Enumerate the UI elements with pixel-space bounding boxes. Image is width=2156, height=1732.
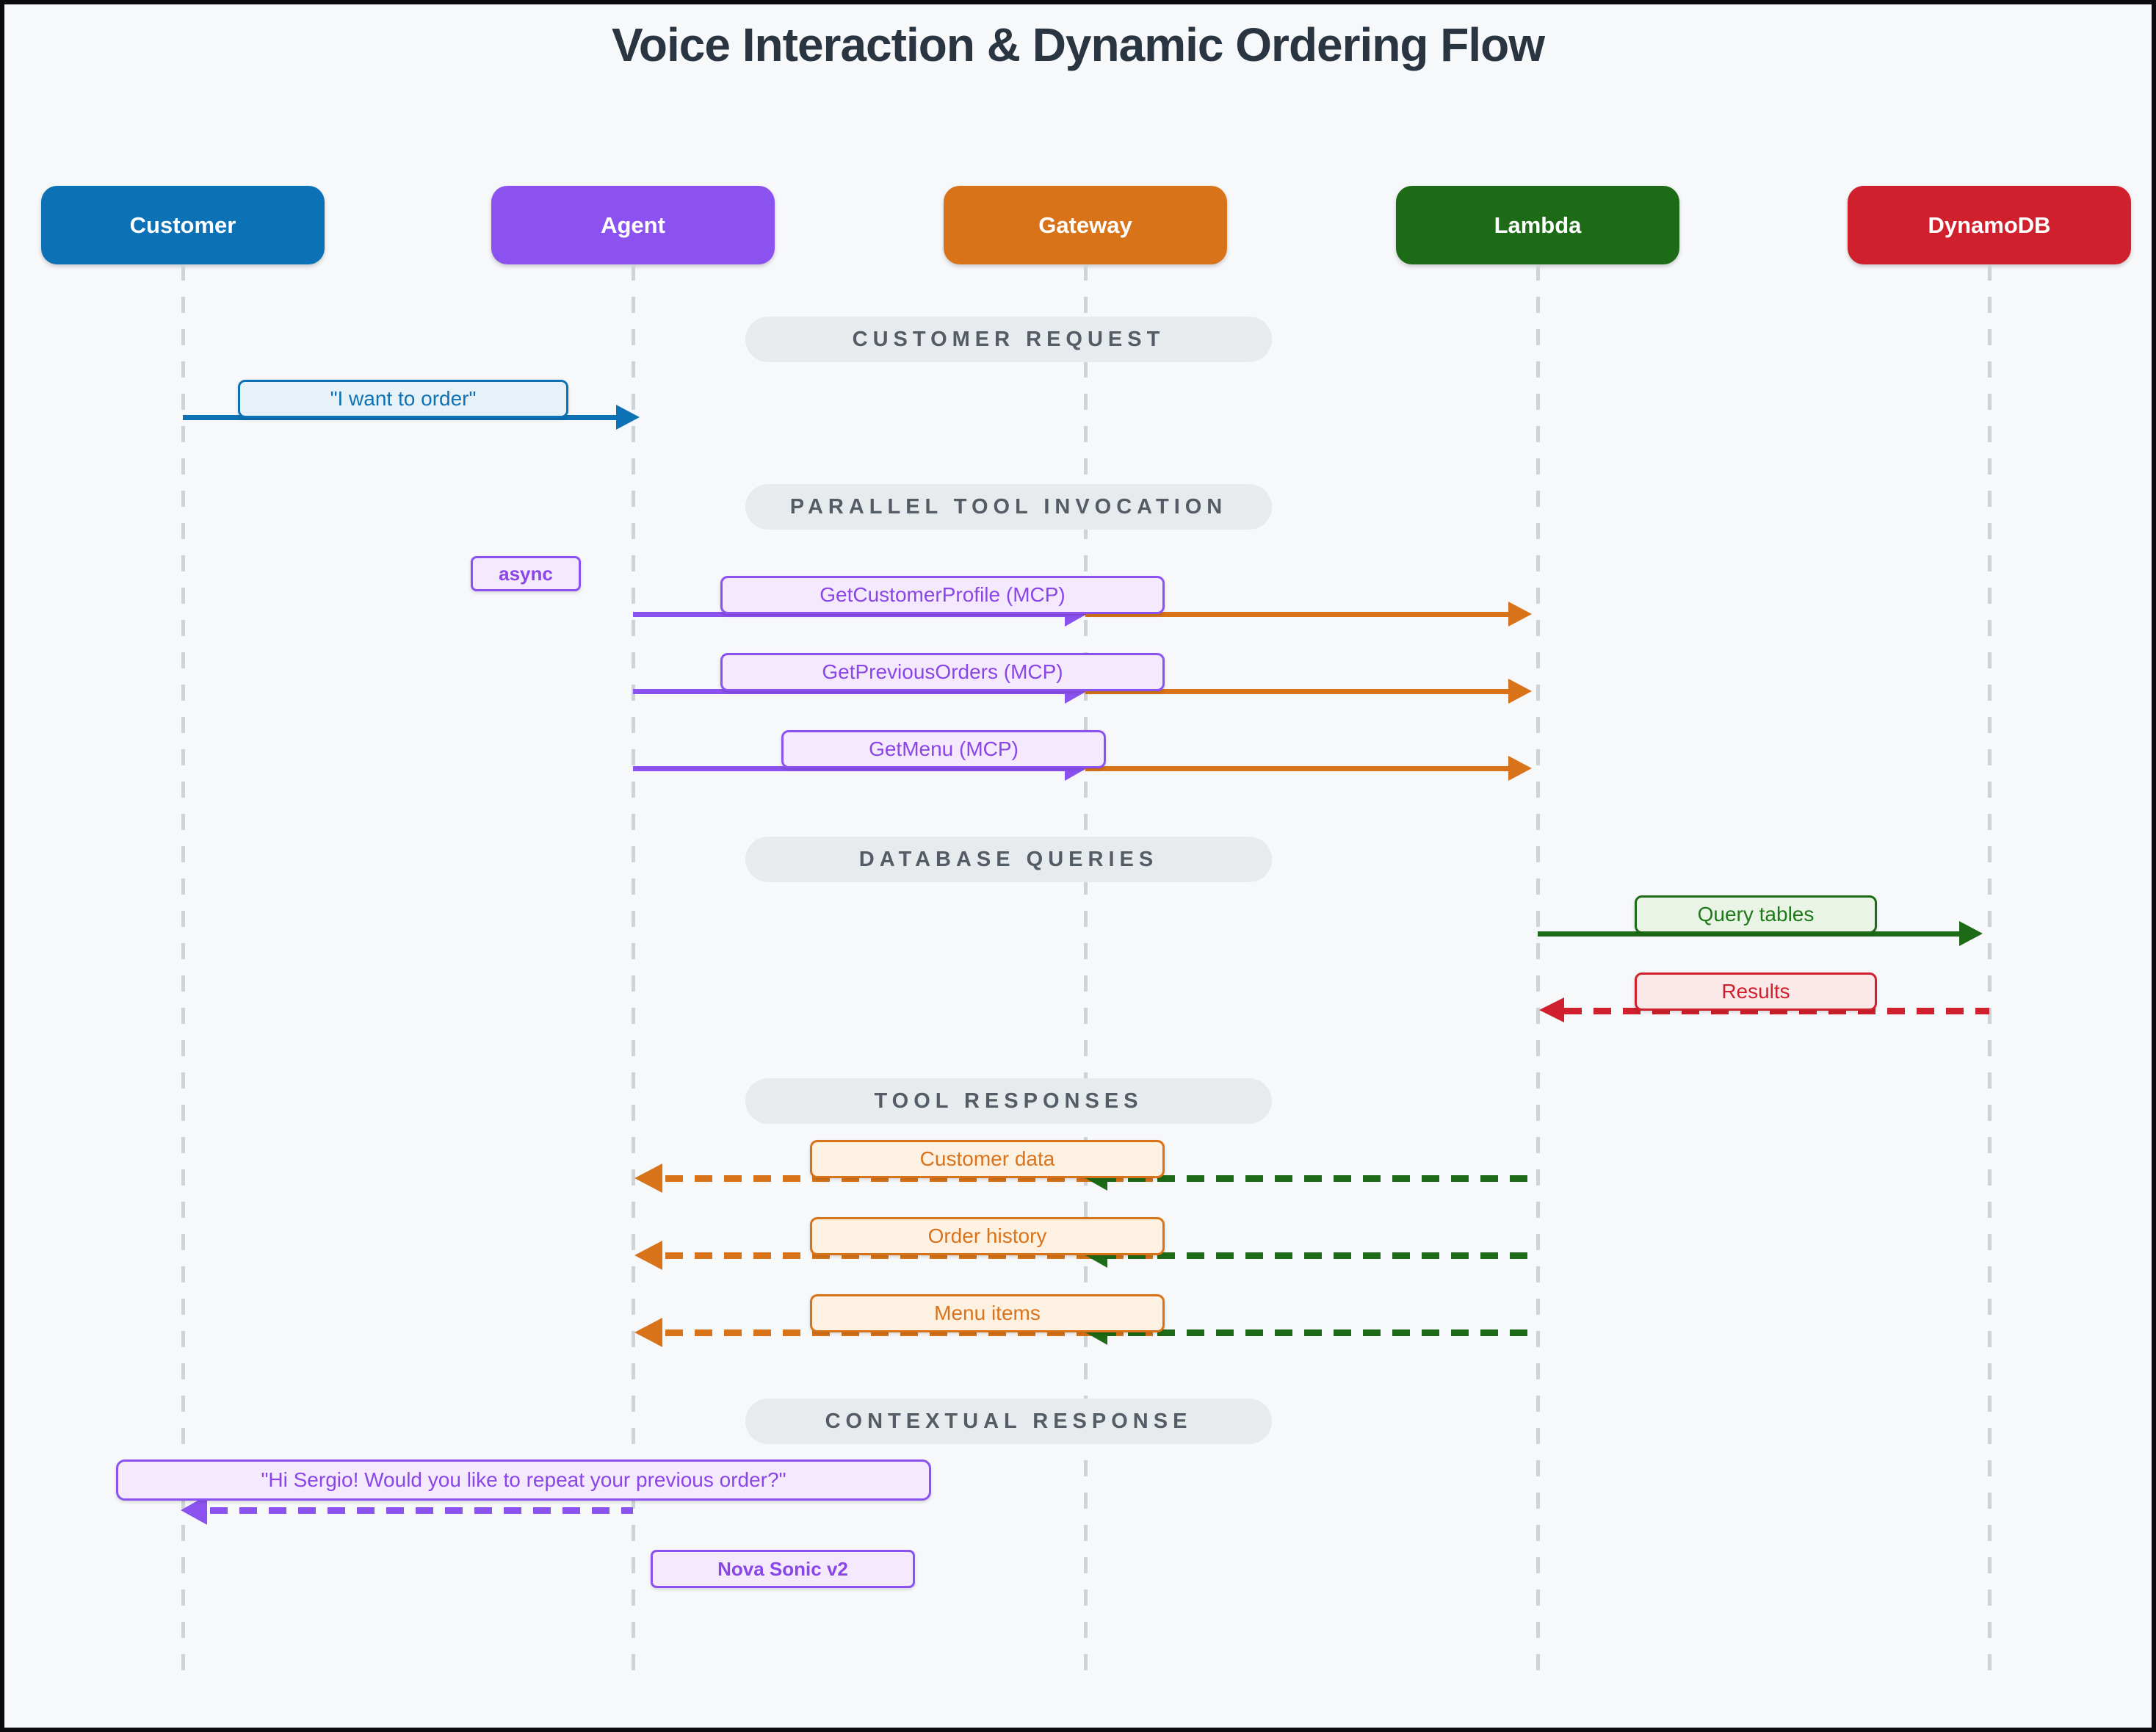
lifeline-customer	[181, 264, 185, 1686]
message-label-box: Order history	[810, 1217, 1165, 1255]
arrow-line	[1099, 1329, 1538, 1336]
arrowhead-lambda	[1508, 679, 1532, 704]
section-parallel-tool-invocation: PARALLEL TOOL INVOCATION	[745, 484, 1272, 530]
lifeline-lambda	[1536, 264, 1540, 1686]
actor-dynamodb: DynamoDB	[1848, 186, 2131, 264]
actor-lambda-label: Lambda	[1494, 212, 1582, 238]
lifeline-agent	[632, 264, 635, 1686]
lifeline-dynamodb	[1988, 264, 1992, 1686]
arrow-line	[665, 1252, 1165, 1259]
arrowhead-left	[1539, 997, 1564, 1022]
actor-gateway-label: Gateway	[1038, 212, 1132, 238]
message-label: GetPreviousOrders (MCP)	[822, 660, 1063, 683]
arrowhead-agent	[634, 1163, 662, 1193]
actor-agent: Agent	[491, 186, 775, 264]
section-tool-responses: TOOL RESPONSES	[745, 1078, 1272, 1124]
actor-lambda: Lambda	[1396, 186, 1679, 264]
arrow-line	[1085, 689, 1510, 694]
message-label: Results	[1721, 980, 1790, 1003]
message-label: Menu items	[934, 1302, 1041, 1324]
arrow-line	[1099, 1252, 1538, 1259]
arrow-line	[665, 1329, 1165, 1336]
message-label-box: GetMenu (MCP)	[781, 730, 1106, 768]
arrow-line	[1099, 1175, 1538, 1182]
arrow-line	[665, 1175, 1165, 1182]
lifeline-gateway	[1084, 264, 1088, 1686]
section-label: CONTEXTUAL RESPONSE	[825, 1409, 1193, 1433]
message-label: Customer data	[919, 1147, 1055, 1170]
section-database-queries: DATABASE QUERIES	[745, 837, 1272, 882]
section-customer-request: CUSTOMER REQUEST	[745, 317, 1272, 362]
nova-sonic-note: Nova Sonic v2	[651, 1550, 915, 1588]
arrowhead-right	[616, 405, 640, 430]
section-label: PARALLEL TOOL INVOCATION	[789, 494, 1228, 519]
message-label-box: Customer data	[810, 1140, 1165, 1178]
note-label: async	[499, 562, 553, 585]
arrow-line	[633, 766, 1071, 771]
arrowhead-agent	[634, 1241, 662, 1270]
arrow-line	[633, 612, 1071, 617]
arrow-line	[1085, 612, 1510, 617]
message-label: "Hi Sergio! Would you like to repeat you…	[261, 1468, 786, 1491]
section-contextual-response: CONTEXTUAL RESPONSE	[745, 1399, 1272, 1444]
actor-customer-label: Customer	[129, 212, 236, 238]
arrow-line	[1564, 1008, 1989, 1014]
arrowhead-agent	[634, 1318, 662, 1347]
message-label-box: "I want to order"	[238, 380, 568, 418]
message-label: GetMenu (MCP)	[869, 737, 1019, 760]
diagram-title: Voice Interaction & Dynamic Ordering Flo…	[611, 18, 1545, 71]
message-label: Order history	[927, 1224, 1047, 1247]
arrowhead-lambda	[1508, 602, 1532, 627]
message-label-box: "Hi Sergio! Would you like to repeat you…	[116, 1459, 931, 1501]
arrow-line	[633, 689, 1071, 694]
arrow-line	[1538, 931, 1962, 937]
actor-gateway: Gateway	[944, 186, 1227, 264]
async-note: async	[471, 556, 581, 591]
arrowhead-lambda	[1508, 756, 1532, 781]
message-label: Query tables	[1697, 903, 1815, 925]
section-label: DATABASE QUERIES	[858, 847, 1159, 871]
note-label: Nova Sonic v2	[717, 1557, 848, 1580]
message-label-box: Menu items	[810, 1294, 1165, 1332]
message-label-box: Results	[1635, 973, 1877, 1011]
arrowhead-right	[1959, 921, 1983, 946]
message-label-box: GetCustomerProfile (MCP)	[720, 576, 1165, 614]
message-label-box: Query tables	[1635, 895, 1877, 934]
section-label: TOOL RESPONSES	[874, 1089, 1143, 1113]
actor-dynamodb-label: DynamoDB	[1928, 212, 2051, 238]
message-label: "I want to order"	[330, 387, 477, 410]
arrow-line	[1085, 766, 1510, 771]
actor-agent-label: Agent	[601, 212, 665, 238]
section-label: CUSTOMER REQUEST	[852, 327, 1165, 351]
actor-customer: Customer	[41, 186, 325, 264]
arrow-line	[210, 1507, 633, 1514]
message-label-box: GetPreviousOrders (MCP)	[720, 653, 1165, 691]
message-label: GetCustomerProfile (MCP)	[820, 583, 1066, 606]
